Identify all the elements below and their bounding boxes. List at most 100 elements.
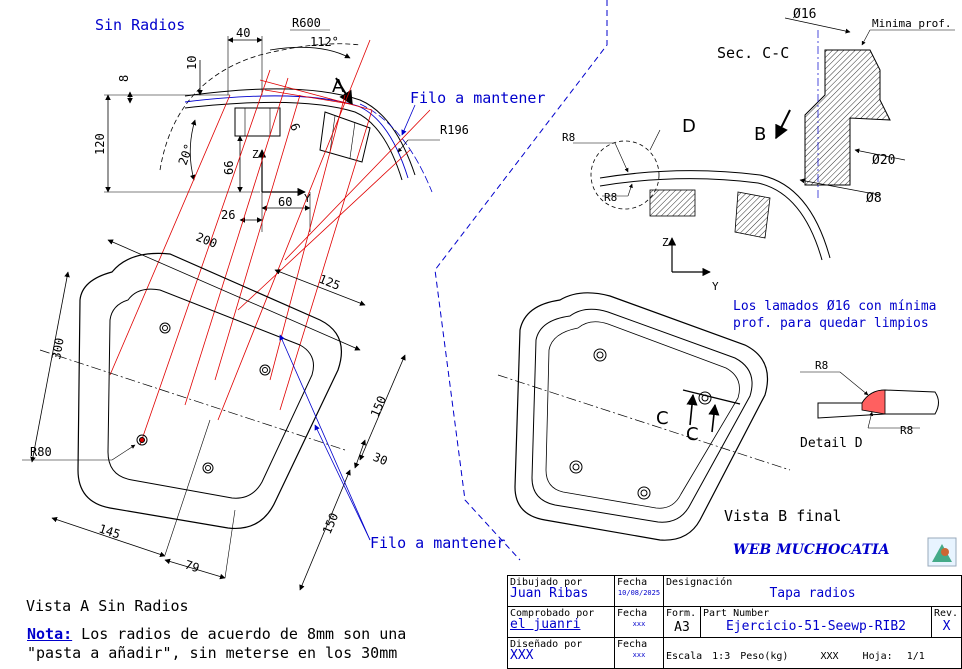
label-r8b: R8	[604, 191, 617, 204]
fecha-label-3: Fecha	[617, 639, 648, 650]
label-cc1: C	[656, 408, 669, 429]
label-angle20: 20°	[176, 142, 197, 167]
label-lamados-2: prof. para quedar limpios	[733, 316, 929, 331]
note-line-1-text: Los radios de acuerdo de 8mm son una	[72, 625, 407, 643]
part-number-value: Ejercicio-51-Seewp-RIB2	[725, 619, 906, 634]
label-dim120: 120	[93, 133, 107, 155]
label-dim125: 125	[317, 272, 342, 293]
plan-view	[22, 239, 406, 591]
escala-value: 1:3	[712, 651, 731, 662]
hoja-value: 1/1	[906, 651, 925, 662]
note-line-2: "pasta a añadir", sin meterse en los 30m…	[27, 644, 398, 662]
label-r600: R600	[292, 16, 321, 30]
fecha-value-2: xxx	[632, 620, 646, 628]
label-detail-d: Detail D	[800, 436, 863, 451]
hoja-label: Hoja:	[862, 651, 893, 662]
part-number-cell: Part Number Ejercicio-51-Seewp-RIB2	[700, 606, 932, 638]
fecha-value-1: 10/08/2025	[617, 589, 661, 597]
fecha-label-2: Fecha	[617, 608, 648, 619]
label-cc2: C	[686, 424, 699, 445]
disenado-value: XXX	[510, 648, 534, 663]
label-filo-2: Filo a mantener	[370, 534, 505, 552]
label-d: D	[682, 116, 696, 137]
label-dim8: 8	[117, 75, 131, 82]
vista-b-view	[497, 292, 791, 541]
fecha-cell-1: Fecha 10/08/2025	[614, 575, 664, 607]
disenado-label: Diseñado por	[510, 639, 583, 650]
comprobado-label: Comprobado por	[510, 608, 595, 619]
label-axis-z2: Z	[662, 236, 669, 249]
label-dim26: 26	[221, 208, 235, 222]
label-angle112: 112°	[310, 35, 339, 49]
comprobado-value: el juanri	[510, 617, 581, 632]
label-dim79: 79	[183, 558, 201, 576]
fecha-cell-3: Fecha xxx	[614, 637, 664, 669]
label-dim60: 60	[278, 195, 292, 209]
fecha-label-1: Fecha	[617, 577, 648, 588]
note-line-1: Nota: Los radios de acuerdo de 8mm son u…	[27, 625, 406, 644]
rev-label: Rev.	[934, 608, 959, 619]
scale-row: Escala 1:3 Peso(kg) XXX Hoja: 1/1	[663, 637, 962, 669]
label-dim300: 300	[49, 337, 67, 361]
label-arrow-b: B	[754, 124, 766, 145]
label-sin-radios: Sin Radios	[95, 16, 185, 34]
fecha-cell-2: Fecha xxx	[614, 606, 664, 638]
label-sec-cc: Sec. C-C	[717, 44, 789, 62]
label-vista-b: Vista B final	[724, 507, 841, 525]
profile-view	[104, 29, 440, 232]
label-d8: Ø8	[866, 191, 882, 206]
label-min-prof: Minima prof.	[872, 17, 951, 30]
label-r8a: R8	[562, 131, 575, 144]
note-prefix: Nota:	[27, 625, 73, 643]
dibujado-value: Juan Ribas	[510, 586, 589, 601]
label-dim200: 200	[194, 230, 219, 251]
form-value: A3	[674, 620, 690, 635]
label-dim30: 30	[371, 450, 390, 468]
label-dim150b: 150	[320, 511, 341, 536]
designacion-cell: Designación Tapa radios	[663, 575, 962, 607]
label-d16: Ø16	[793, 7, 816, 22]
rev-value: X	[942, 619, 951, 634]
label-dim10: 10	[185, 56, 199, 70]
label-r80: R80	[30, 445, 52, 459]
peso-value: XXX	[820, 651, 839, 662]
dibujado-label: Dibujado por	[510, 577, 583, 588]
watermark-text: WEB MUCHOCATIA	[733, 542, 890, 558]
view-separator-line	[434, 0, 608, 561]
label-r196: R196	[440, 123, 469, 137]
escala-label: Escala	[666, 651, 703, 662]
part-number-label: Part Number	[703, 608, 770, 619]
fecha-value-3: xxx	[632, 651, 646, 659]
label-filo-1: Filo a mantener	[410, 89, 545, 107]
designacion-label: Designación	[666, 577, 733, 588]
comprobado-cell: Comprobado por el juanri	[507, 606, 615, 638]
label-dim40: 40	[236, 26, 250, 40]
note-block: Nota: Los radios de acuerdo de 8mm son u…	[27, 625, 406, 663]
dibujado-cell: Dibujado por Juan Ribas	[507, 575, 615, 607]
label-dim6: 6	[287, 121, 303, 133]
drawing-labels: Sin Radios R600 40 112° 10 8 120 20° 66 …	[26, 7, 951, 615]
label-dim66: 66	[222, 161, 236, 175]
side-view-right	[573, 129, 831, 277]
title-block: Dibujado por Juan Ribas Fecha 10/08/2025…	[507, 575, 962, 669]
label-axis-y1: Y	[304, 192, 311, 205]
section-view-cc	[775, 17, 955, 200]
rev-cell: Rev. X	[931, 606, 962, 638]
label-axis-z1: Z	[252, 148, 259, 161]
construction-lines	[109, 39, 431, 446]
label-dim145: 145	[97, 522, 122, 542]
label-d20: Ø20	[872, 153, 895, 168]
detail-d-view	[800, 371, 939, 429]
form-cell: Form. A3	[663, 606, 701, 638]
label-lamados-1: Los lamados Ø16 con mínima	[733, 299, 937, 314]
label-r8c: R8	[815, 359, 828, 372]
label-dim150a: 150	[368, 394, 389, 419]
form-label: Form.	[666, 608, 697, 619]
peso-label: Peso(kg)	[740, 651, 789, 662]
disenado-cell: Diseñado por XXX	[507, 637, 615, 669]
muchocatia-logo-icon	[927, 537, 957, 567]
label-arrow-a: A	[332, 76, 345, 97]
label-vista-a: Vista A Sin Radios	[26, 597, 189, 615]
label-r8d: R8	[900, 424, 913, 437]
